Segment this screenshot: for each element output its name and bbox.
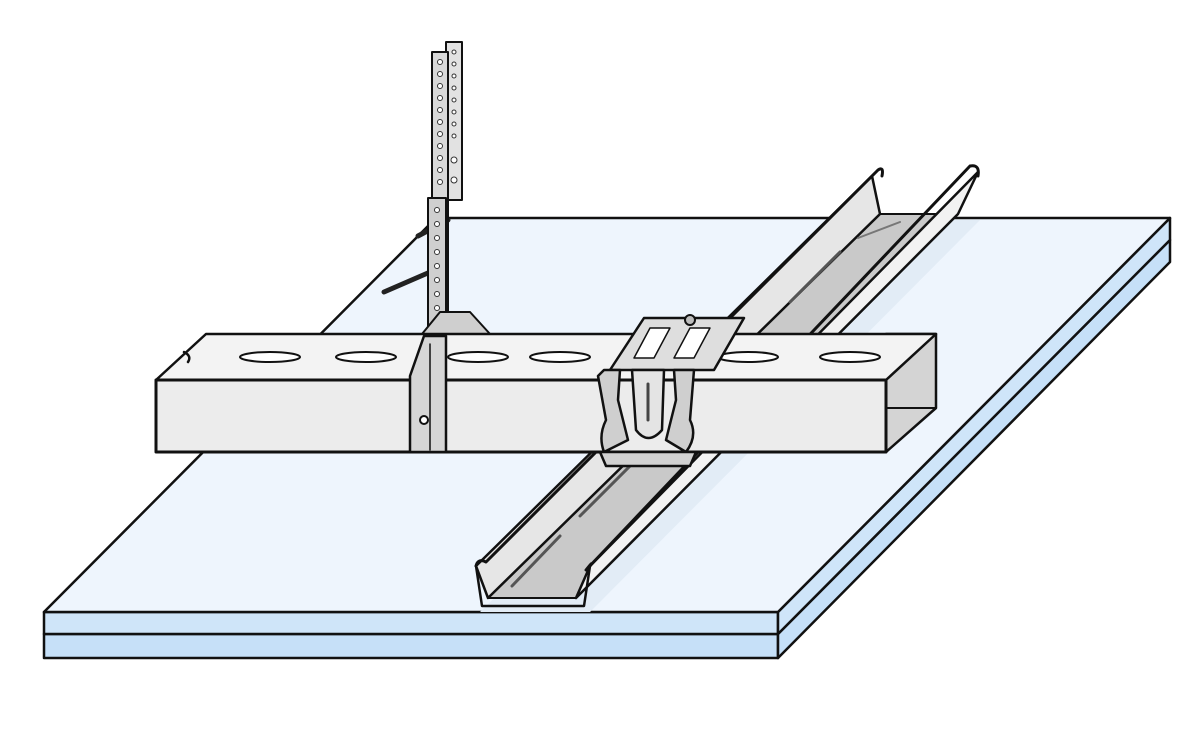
primary-front-face [154,378,888,454]
primary-slot [239,351,301,363]
connector-right-leg [664,368,696,454]
secondary-front-end [474,564,592,608]
primary-slot [717,351,779,363]
primary-end-notch [182,350,191,364]
secondary-slot-4 [857,221,901,239]
cross-connector [596,314,746,468]
primary-slot [529,351,591,363]
connector-foot [598,450,698,468]
primary-slot [335,351,397,363]
connector-top-slots [633,327,711,359]
hanger [381,41,491,335]
hanger-rod-holes [434,49,458,311]
connector-left-leg [596,368,630,454]
primary-slots [239,351,881,363]
connector-top-rivet [684,314,696,326]
board-lower-front-edge [42,632,780,660]
hanger-clip-body [408,334,448,454]
hanger-clip [408,334,448,454]
primary-slot [819,351,881,363]
primary-profile [154,332,938,454]
board-upper-front-edge [42,610,780,636]
primary-slot [447,351,509,363]
secondary-slot-1 [510,534,562,588]
secondary-slot-3 [788,250,842,304]
hanger-clip-screw [419,415,429,425]
